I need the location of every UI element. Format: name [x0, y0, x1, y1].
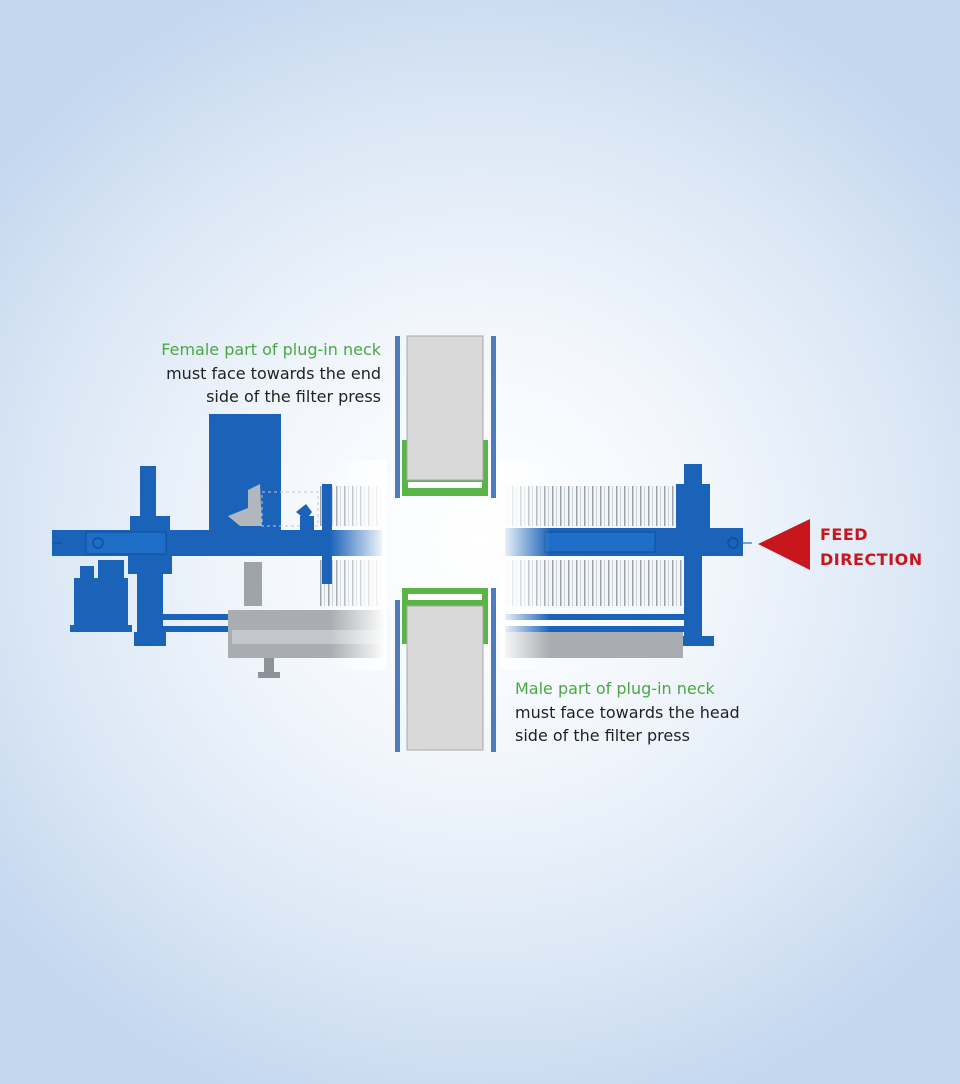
female-neck-label: Female part of plug-in neck must face to…: [161, 338, 381, 409]
female-neck-line1: must face towards the end: [166, 363, 381, 383]
female-plate-detail: [395, 335, 496, 498]
male-neck-label: Male part of plug-in neck must face towa…: [515, 677, 740, 748]
filter-press-head-side: [500, 460, 752, 670]
feed-direction-label: FEED DIRECTION: [820, 522, 923, 572]
female-neck-title: Female part of plug-in neck: [161, 340, 381, 359]
female-neck-line2: side of the filter press: [206, 387, 381, 406]
male-neck-title: Male part of plug-in neck: [515, 679, 715, 698]
male-plate-detail: [395, 588, 496, 752]
male-neck-line1: must face towards the head: [515, 702, 740, 722]
feed-label-line1: FEED: [820, 525, 869, 544]
feed-label-line2: DIRECTION: [820, 550, 923, 569]
filter-press-end-side: [52, 414, 386, 678]
male-neck-line2: side of the filter press: [515, 726, 690, 745]
feed-direction-arrow: [758, 519, 810, 570]
